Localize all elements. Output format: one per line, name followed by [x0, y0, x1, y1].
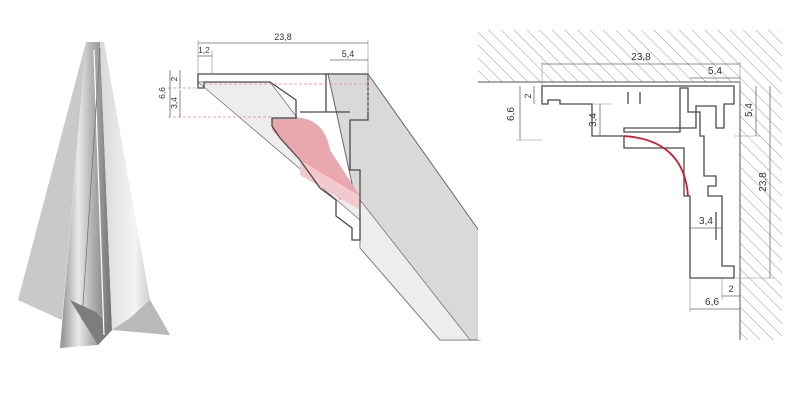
- led-reflection: [300, 160, 360, 210]
- label-sec-bottom-slot: 3,4: [699, 216, 713, 227]
- led-curve: [623, 135, 689, 197]
- led-zone: [272, 118, 360, 200]
- label-sec-bottom-width: 6,6: [705, 297, 719, 308]
- profile-render: [18, 42, 170, 348]
- label-gap: 3,4: [169, 97, 179, 109]
- label-lip: 2: [169, 76, 179, 81]
- label-width: 23,8: [274, 32, 292, 42]
- profile-outline: [197, 73, 369, 241]
- label-top-right: 5,4: [342, 49, 355, 59]
- perspective-drawing: 23,8 5,4 1,2 6,6 2 3,4: [157, 32, 481, 341]
- room-space: [478, 82, 740, 340]
- profile-highlight: [93, 49, 105, 336]
- label-sec-width: 23,8: [631, 52, 651, 63]
- profile-bottom-left: [70, 300, 112, 345]
- label-height: 6,6: [157, 87, 167, 99]
- label-sec-bottom-lip: 2: [728, 284, 733, 294]
- profile-bottom-right: [112, 300, 170, 335]
- label-sec-right-total: 23,8: [758, 172, 769, 192]
- profile-edge: [81, 47, 101, 321]
- label-sec-left-height: 6,6: [506, 107, 517, 121]
- label-sec-right-top: 5,4: [744, 103, 755, 117]
- label-sec-left-lip: 2: [523, 93, 533, 98]
- section-drawing: 23,8 5,4 6,6 2 3,4 5,4 23,8 3,4 6,6 2: [478, 30, 782, 340]
- profile-right-wing: [100, 42, 170, 335]
- section-outline: [541, 85, 735, 279]
- label-thickness: 1,2: [198, 45, 210, 55]
- label-sec-top-right: 5,4: [708, 66, 722, 77]
- label-sec-slot: 3,4: [588, 113, 599, 127]
- profile-far-left: [18, 42, 86, 320]
- wall-hatch: [478, 30, 782, 340]
- profile-left-wing: [60, 42, 112, 348]
